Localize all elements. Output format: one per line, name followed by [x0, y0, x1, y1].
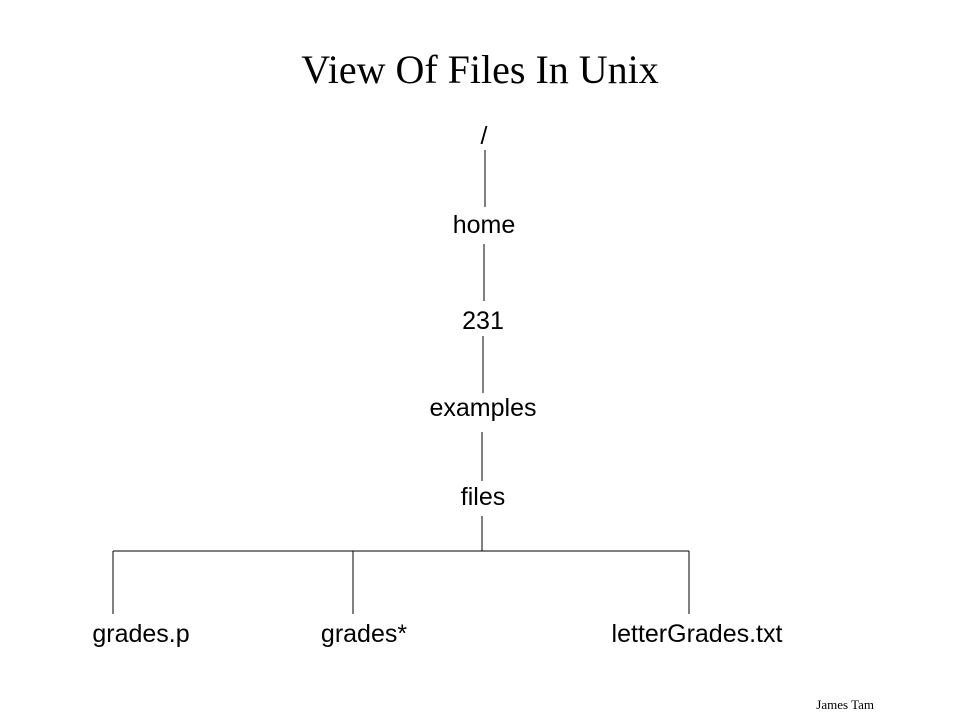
node-home: home: [452, 211, 516, 239]
node-files: files: [460, 483, 506, 511]
node-root: /: [480, 122, 488, 150]
node-examples: examples: [429, 394, 537, 422]
leaf-letter-grades-txt: letterGrades.txt: [611, 620, 783, 648]
slide-title: View Of Files In Unix: [301, 47, 659, 92]
leaf-grades-p: grades.p: [92, 620, 190, 648]
leaf-grades-exec: grades*: [320, 620, 408, 648]
node-231: 231: [462, 307, 504, 335]
author-footer: James Tam: [816, 697, 874, 712]
